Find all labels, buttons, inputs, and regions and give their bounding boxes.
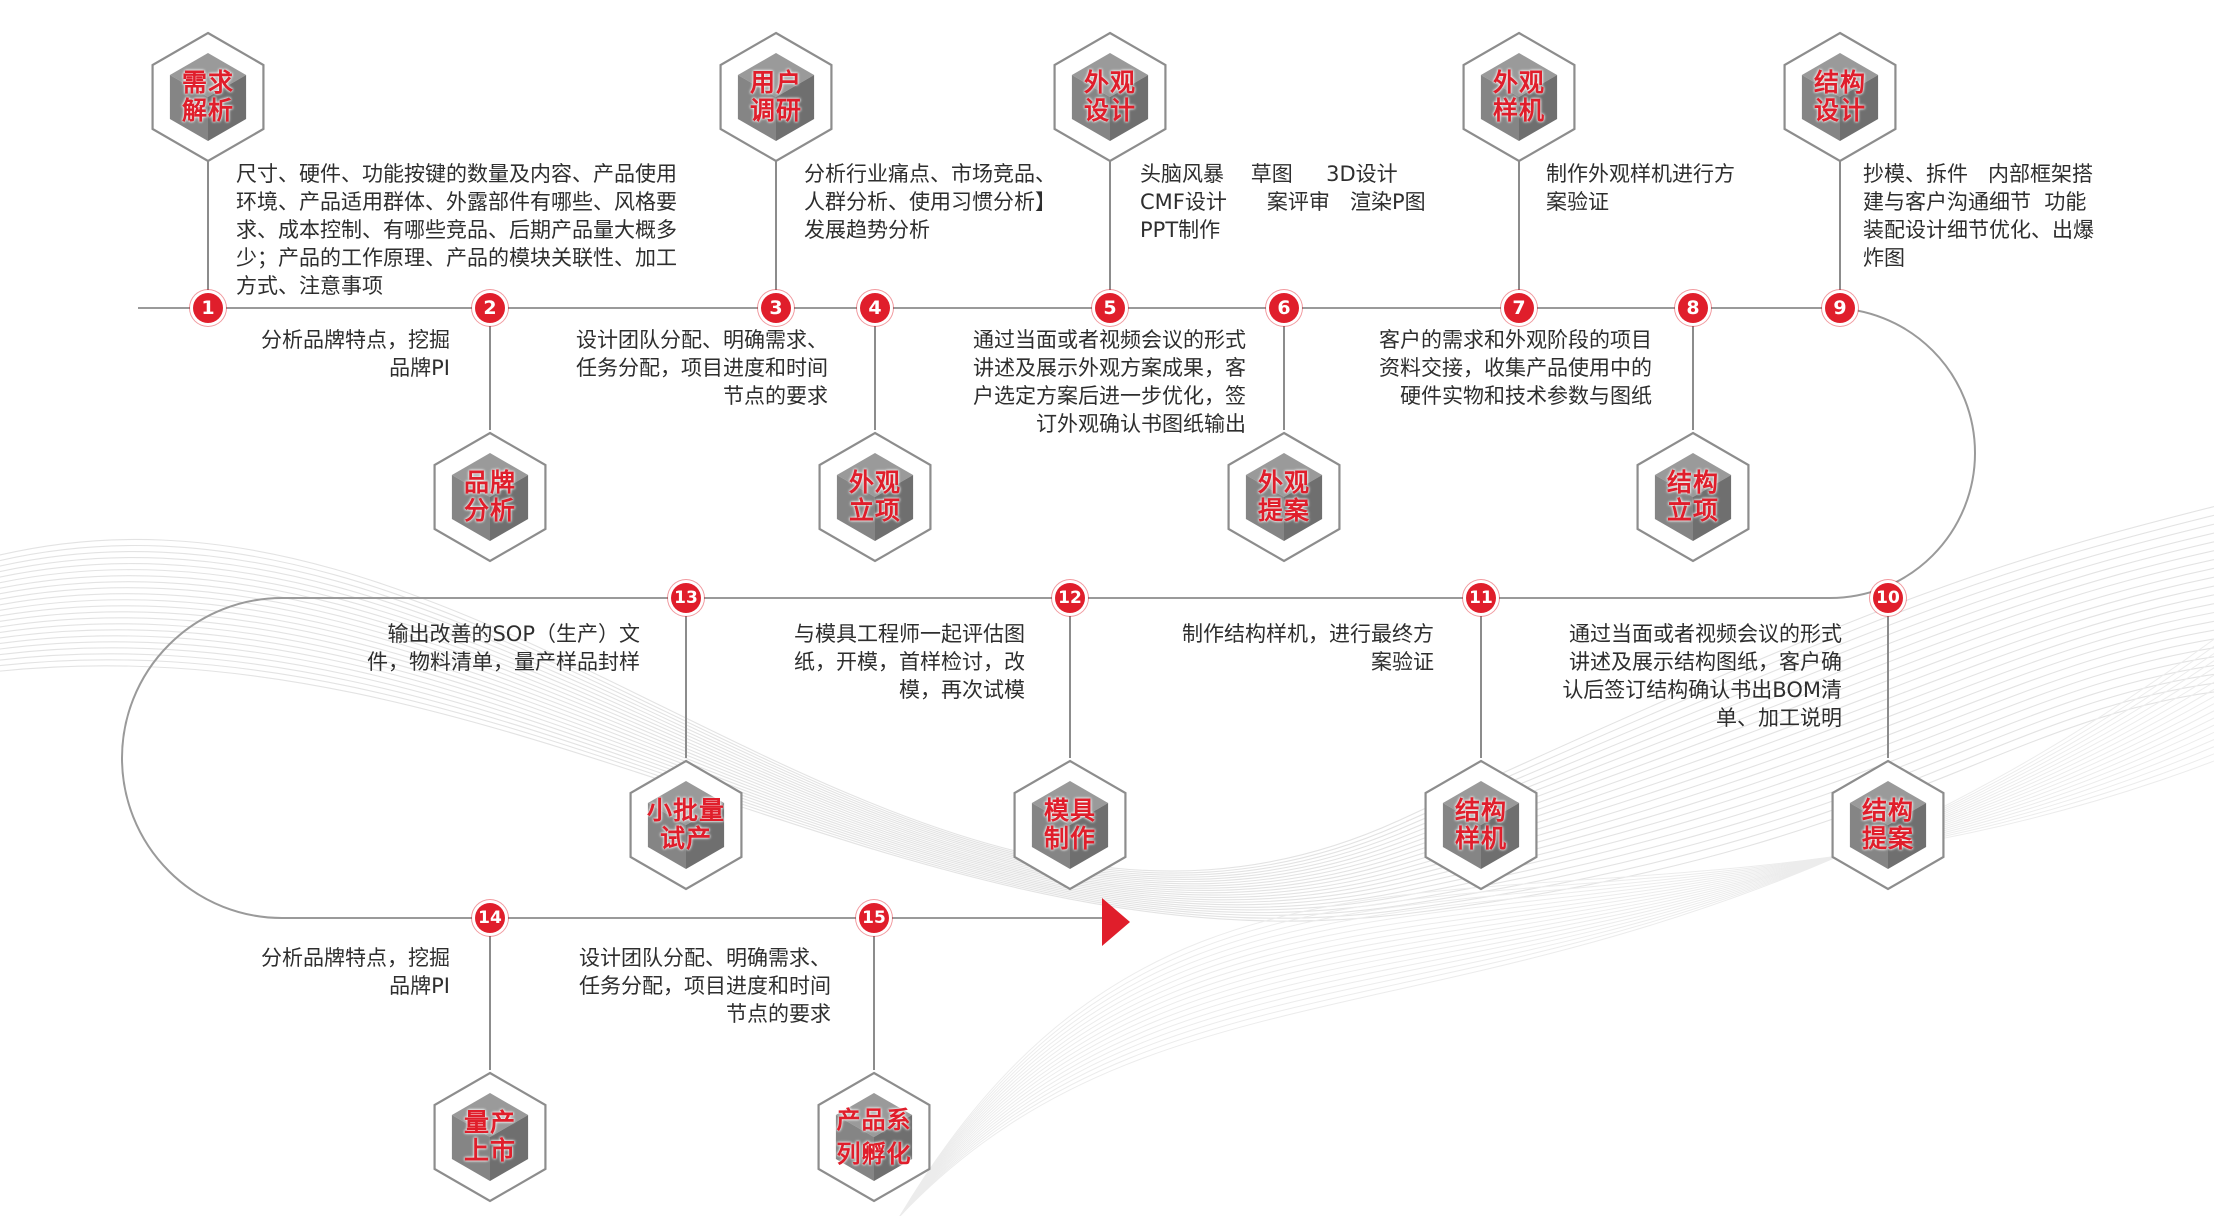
hex-node-小批量试产: 小批量 试产: [619, 758, 753, 892]
hex-node-结构立项: 结构 立项: [1626, 430, 1760, 564]
hexagon-shape: [1053, 31, 1167, 163]
hexagon-shape: [1013, 759, 1127, 891]
step-description-9: 抄模、拆件 内部框架搭 建与客户沟通细节 功能 装配设计细节优化、出爆 炸图: [1863, 162, 2094, 270]
hex-node-外观设计: 外观 设计: [1043, 30, 1177, 164]
step-number-10: 10: [1873, 583, 1903, 613]
hexagon-shape: [433, 1071, 547, 1203]
step-number-5: 5: [1095, 293, 1125, 323]
timeline-path: [121, 307, 1976, 919]
hex-label: 小批量 试产: [646, 796, 725, 853]
step-description-6: 通过当面或者视频会议的形式 讲述及展示外观方案成果，客 户选定方案后进一步优化，…: [973, 328, 1246, 436]
hex-node-量产上市: 量产 上市: [423, 1070, 557, 1204]
hex-label: 外观 样机: [1492, 68, 1545, 125]
step-description-12: 与模具工程师一起评估图 纸，开模，首样检讨，改 模，再次试模: [794, 622, 1025, 702]
hex-label: 模具 制作: [1043, 796, 1096, 853]
step-number-13: 13: [671, 583, 701, 613]
step-number-14: 14: [475, 903, 505, 933]
hex-label: 产品系 列孵化: [836, 1106, 912, 1168]
hexagon-shape: [1636, 431, 1750, 563]
hex-node-结构样机: 结构 样机: [1414, 758, 1548, 892]
step-number-7: 7: [1504, 293, 1534, 323]
hex-label: 外观 提案: [1257, 468, 1310, 525]
timeline-end-arrow: [1102, 898, 1130, 946]
step-description-11: 制作结构样机，进行最终方 案验证: [1182, 622, 1434, 674]
step-description-8: 客户的需求和外观阶段的项目 资料交接，收集产品使用中的 硬件实物和技术参数与图纸: [1379, 328, 1652, 408]
hex-node-结构设计: 结构 设计: [1773, 30, 1907, 164]
hex-node-需求解析: 需求 解析: [141, 30, 275, 164]
step-number-8: 8: [1678, 293, 1708, 323]
step-description-15: 设计团队分配、明确需求、 任务分配，项目进度和时间 节点的要求: [579, 946, 831, 1026]
hexagon-shape: [1424, 759, 1538, 891]
hex-node-用户调研: 用户 调研: [709, 30, 843, 164]
step-number-15: 15: [859, 903, 889, 933]
hex-label: 用户 调研: [749, 68, 802, 125]
hex-node-品牌分析: 品牌 分析: [423, 430, 557, 564]
step-number-1: 1: [193, 293, 223, 323]
hexagon-shape: [1831, 759, 1945, 891]
hex-label: 结构 提案: [1861, 796, 1914, 853]
hex-label: 结构 立项: [1666, 468, 1719, 525]
connector-lines: [207, 132, 1889, 1070]
step-description-7: 制作外观样机进行方 案验证: [1546, 162, 1735, 214]
step-description-14: 分析品牌特点，挖掘 品牌PI: [261, 946, 450, 998]
step-description-4: 设计团队分配、明确需求、 任务分配，项目进度和时间 节点的要求: [576, 328, 828, 408]
hex-node-产品系列孵化: 产品系 列孵化: [807, 1070, 941, 1204]
step-number-9: 9: [1825, 293, 1855, 323]
step-number-6: 6: [1269, 293, 1299, 323]
step-description-13: 输出改善的SOP（生产）文 件，物料清单，量产样品封样: [367, 622, 640, 674]
step-description-3: 分析行业痛点、市场竞品、 人群分析、使用习惯分析】 发展趋势分析: [804, 162, 1056, 242]
hexagon-shape: [1462, 31, 1576, 163]
step-description-10: 通过当面或者视频会议的形式 讲述及展示结构图纸，客户确 认后签订结构确认书出BO…: [1562, 622, 1842, 730]
hexagon-shape: [629, 759, 743, 891]
hex-label: 结构 设计: [1813, 68, 1866, 125]
hex-node-外观样机: 外观 样机: [1452, 30, 1586, 164]
hex-node-外观立项: 外观 立项: [808, 430, 942, 564]
step-description-2: 分析品牌特点，挖掘 品牌PI: [261, 328, 450, 380]
hexagon-shape: [818, 431, 932, 563]
hexagon-shape: [1227, 431, 1341, 563]
hexagon-shape: [151, 31, 265, 163]
step-number-11: 11: [1466, 583, 1496, 613]
step-description-5: 头脑风暴 草图 3D设计 CMF设计 案评审 渲染P图 PPT制作: [1140, 162, 1426, 242]
hex-node-外观提案: 外观 提案: [1217, 430, 1351, 564]
hex-label: 外观 立项: [848, 468, 901, 525]
hex-label: 外观 设计: [1083, 68, 1136, 125]
step-number-4: 4: [860, 293, 890, 323]
step-number-3: 3: [761, 293, 791, 323]
hex-label: 量产 上市: [463, 1108, 516, 1165]
step-number-12: 12: [1055, 583, 1085, 613]
hex-node-结构提案: 结构 提案: [1821, 758, 1955, 892]
hexagon-shape: [817, 1071, 931, 1203]
hexagon-shape: [1783, 31, 1897, 163]
hex-label: 品牌 分析: [463, 468, 516, 525]
hexagon-shape: [719, 31, 833, 163]
hex-label: 需求 解析: [181, 68, 234, 125]
hex-label: 结构 样机: [1454, 796, 1507, 853]
hex-node-模具制作: 模具 制作: [1003, 758, 1137, 892]
step-description-1: 尺寸、硬件、功能按键的数量及内容、产品使用 环境、产品适用群体、外露部件有哪些、…: [236, 162, 677, 298]
step-number-2: 2: [475, 293, 505, 323]
hexagon-shape: [433, 431, 547, 563]
